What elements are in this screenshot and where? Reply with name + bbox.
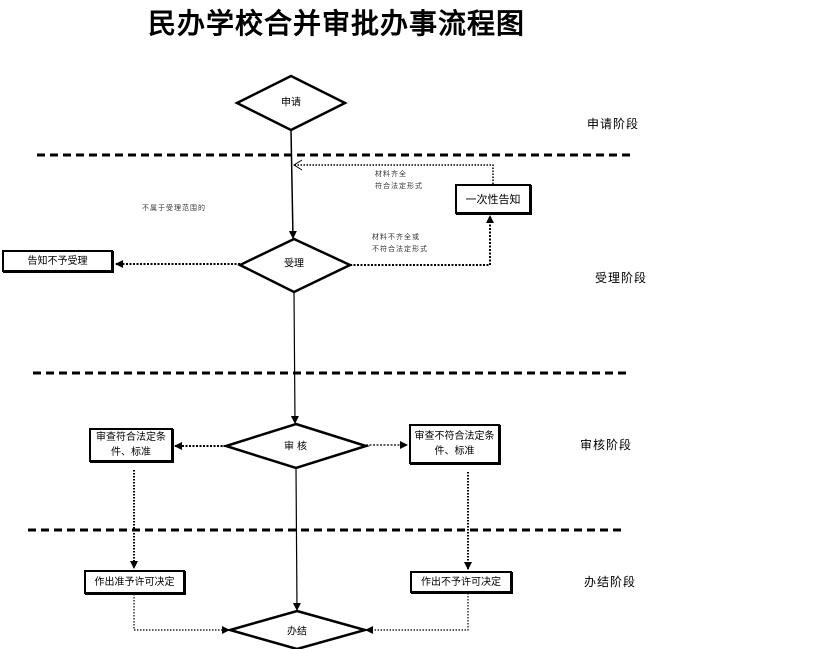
materials-complete-note: 材料齐全 符合法定形式 xyxy=(375,168,423,192)
arrowhead-open xyxy=(293,159,303,171)
review-node-label: 审核 xyxy=(284,441,310,453)
close-diamond[interactable] xyxy=(225,609,370,649)
out-of-scope-note: 不属于受理范围的 xyxy=(142,204,206,212)
meets-standard-box[interactable]: 审查符合法定条件、标准 xyxy=(89,428,173,462)
connector-grant-to-close xyxy=(133,594,230,634)
connector-accept-review xyxy=(290,291,299,424)
stage-label-review: 审核阶段 xyxy=(580,438,633,452)
connector-deny-to-close xyxy=(365,593,469,634)
apply-node-label: 申请 xyxy=(281,97,301,109)
connector-apply-accept xyxy=(288,129,297,239)
connector-notify-to-main xyxy=(294,164,494,184)
notify-once-box[interactable]: 一次性告知 xyxy=(455,184,531,214)
close-node-label: 办结 xyxy=(287,626,307,638)
page-title: 民办学校合并审批办事流程图 xyxy=(148,7,526,40)
materials-incomplete-line2: 不符合法定形式 xyxy=(372,245,428,253)
accept-node-label: 受理 xyxy=(284,258,304,270)
reject-accept-box[interactable]: 告知不予受理 xyxy=(2,250,113,272)
grant-permit-box[interactable]: 作出准予许可决定 xyxy=(84,570,185,594)
connector-review-close xyxy=(292,467,301,611)
deny-permit-box[interactable]: 作出不予许可决定 xyxy=(410,571,512,593)
materials-complete-line1: 材料齐全 xyxy=(375,170,407,178)
materials-incomplete-line1: 材料不齐全或 xyxy=(372,233,420,241)
materials-complete-line2: 符合法定形式 xyxy=(375,182,423,190)
connector-accept-to-notify xyxy=(350,215,494,266)
stage-label-accept: 受理阶段 xyxy=(595,271,648,285)
materials-incomplete-note: 材料不齐全或 不符合法定形式 xyxy=(372,231,428,255)
stage-label-apply: 申请阶段 xyxy=(587,117,640,131)
stage-label-close: 办结阶段 xyxy=(584,575,637,589)
not-meets-standard-box[interactable]: 审查不符合法定条件、标准 xyxy=(409,424,500,464)
